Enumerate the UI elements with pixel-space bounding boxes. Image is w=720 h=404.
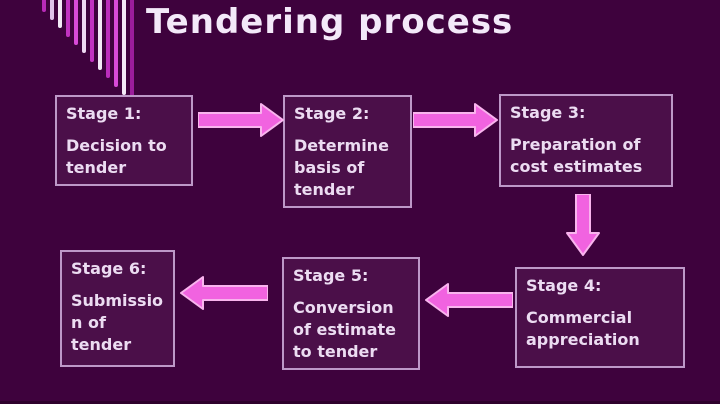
stripe-bar bbox=[42, 0, 46, 12]
stage-4-text: Commercial appreciation bbox=[526, 308, 640, 350]
stage-3-label: Stage 3: bbox=[510, 103, 586, 122]
arrow-stage4-stage5-icon bbox=[425, 283, 514, 317]
slide-title: Tendering process bbox=[146, 2, 514, 42]
stage-5-box: Stage 5: Conversion of estimate to tende… bbox=[282, 257, 420, 370]
stage-3-box: Stage 3: Preparation of cost estimates bbox=[499, 94, 673, 187]
stripe-bar bbox=[82, 0, 86, 53]
stage-3-text: Preparation of cost estimates bbox=[510, 135, 643, 177]
stage-4-box: Stage 4: Commercial appreciation bbox=[515, 267, 685, 368]
stage-2-text: Determine basis of tender bbox=[294, 136, 389, 200]
stripe-bar bbox=[58, 0, 62, 28]
bottom-edge-line bbox=[0, 401, 720, 404]
stage-6-label: Stage 6: bbox=[71, 259, 147, 278]
arrow-stage5-stage6-icon bbox=[180, 276, 269, 310]
arrow-stage1-stage2-icon bbox=[197, 103, 284, 137]
arrow-stage2-stage3-icon bbox=[412, 103, 498, 137]
stripe-bar bbox=[66, 0, 70, 37]
stage-6-box: Stage 6: Submissio n of tender bbox=[60, 250, 175, 367]
stage-2-box: Stage 2: Determine basis of tender bbox=[283, 95, 412, 208]
stripe-bar bbox=[74, 0, 78, 45]
stage-6-text: Submissio n of tender bbox=[71, 291, 164, 355]
stage-4-label: Stage 4: bbox=[526, 276, 602, 295]
stage-5-text: Conversion of estimate to tender bbox=[293, 298, 396, 362]
stage-1-text: Decision to tender bbox=[66, 136, 167, 178]
stage-2-label: Stage 2: bbox=[294, 104, 370, 123]
stripe-bar bbox=[130, 0, 134, 103]
stripe-bar bbox=[106, 0, 110, 78]
stripe-bar bbox=[114, 0, 118, 87]
stage-5-label: Stage 5: bbox=[293, 266, 369, 285]
stage-1-label: Stage 1: bbox=[66, 104, 142, 123]
arrow-stage3-stage4-icon bbox=[566, 193, 600, 256]
stripe-bar bbox=[50, 0, 54, 20]
stripe-bar bbox=[122, 0, 126, 95]
stage-1-box: Stage 1: Decision to tender bbox=[55, 95, 193, 186]
stripe-bar bbox=[98, 0, 102, 70]
stripe-bar bbox=[90, 0, 94, 62]
